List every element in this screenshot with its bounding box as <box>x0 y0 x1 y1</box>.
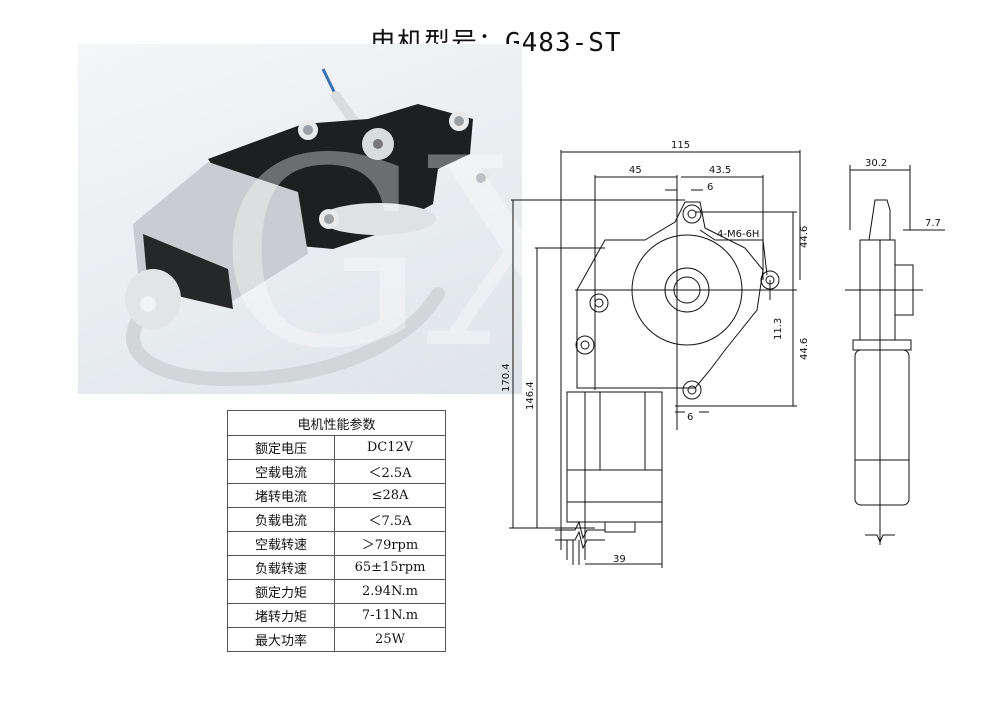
dim-bottom-hole: 6 <box>687 412 693 423</box>
dim-lower-half: 44.6 <box>799 338 810 360</box>
dim-depth: 30.2 <box>865 158 887 169</box>
watermark-text: GX <box>218 104 522 394</box>
dim-overall-height: 170.4 <box>501 363 512 392</box>
dim-left-offset: 45 <box>629 165 642 176</box>
dim-right-offset: 43.5 <box>709 165 731 176</box>
motor-illustration: GX <box>125 68 522 394</box>
dim-motor-width: 39 <box>613 554 626 565</box>
dim-upper-half: 44.6 <box>799 226 810 248</box>
spec-table-caption: 电机性能参数 <box>227 410 446 436</box>
front-view-drawing: 115 45 43.5 6 4-M6-6H 44.6 44.6 11.3 170… <box>501 140 810 568</box>
product-photo: GX <box>78 44 522 394</box>
dim-flange: 7.7 <box>925 218 941 229</box>
thread-note: 4-M6-6H <box>717 229 759 240</box>
dim-overall-width: 115 <box>671 140 690 151</box>
table-row: 堵转电流≤28A <box>227 483 446 508</box>
table-row: 负载电流＜7.5A <box>227 507 446 532</box>
dim-hole-offset: 11.3 <box>773 318 784 340</box>
dim-top-hole: 6 <box>707 182 713 193</box>
table-row: 空载电流＜2.5A <box>227 459 446 484</box>
dim-body-height: 146.4 <box>525 381 536 410</box>
table-row: 空载转速＞79rpm <box>227 531 446 556</box>
side-view-drawing: 30.2 7.7 <box>845 158 945 545</box>
